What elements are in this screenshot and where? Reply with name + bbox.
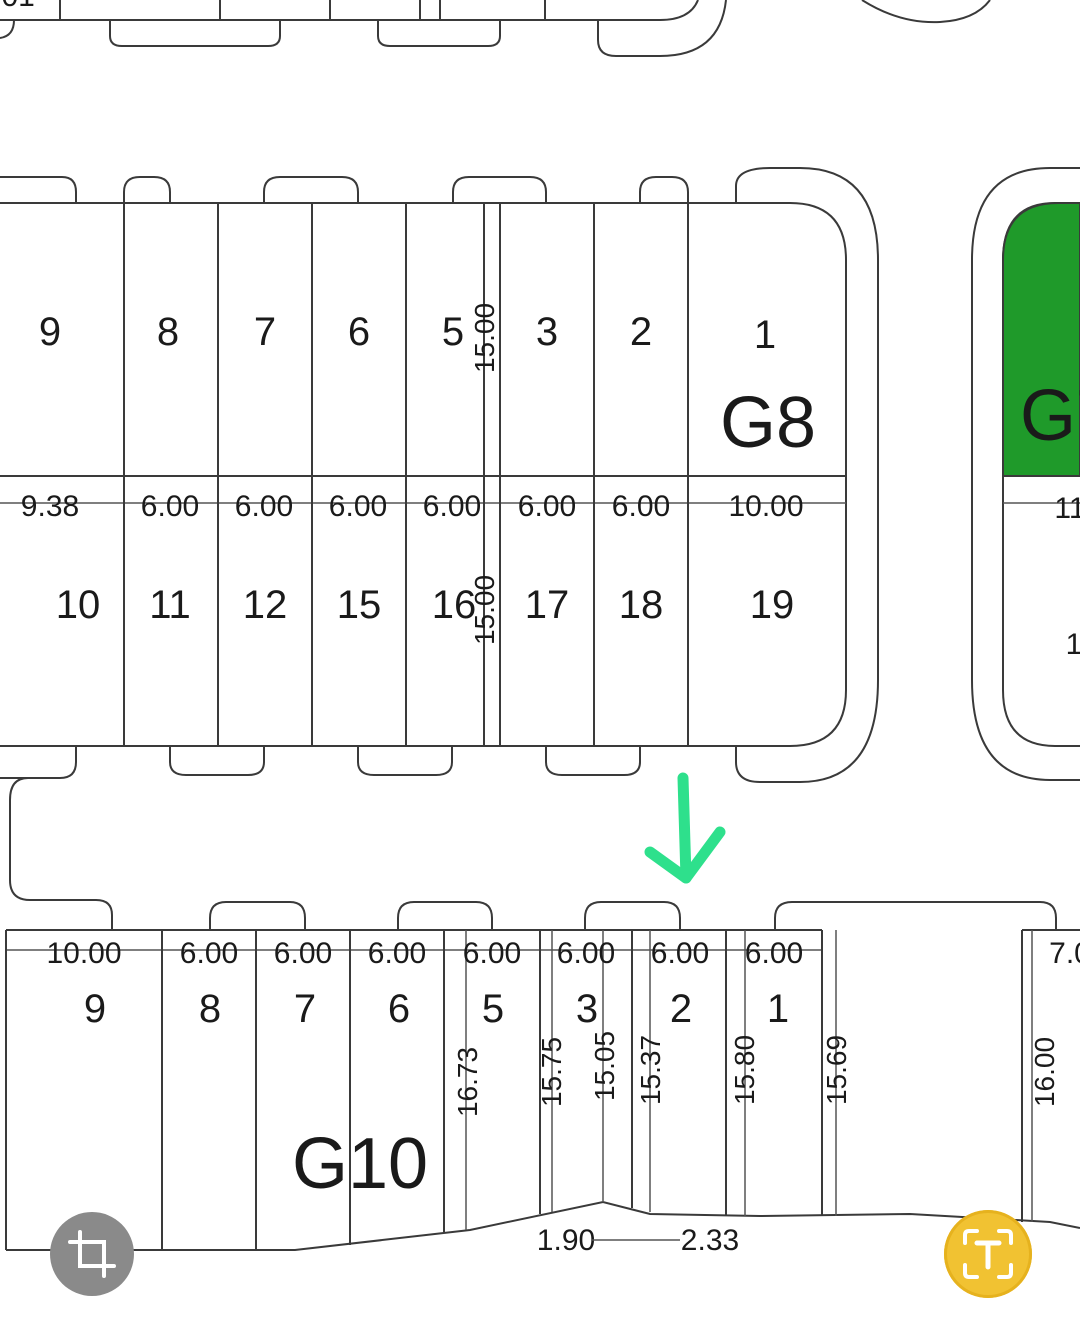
- g8-lot-bottom-1: 10: [56, 583, 101, 627]
- g8-depth-bottom: 15.00: [469, 575, 500, 645]
- block-name-g7: G7: [1020, 376, 1080, 456]
- g8-lot-top-4: 6: [348, 310, 370, 354]
- g8-lot-top-3: 7: [254, 310, 276, 354]
- g8-width-2: 6.00: [141, 490, 199, 523]
- g10-width-6: 6.00: [557, 937, 615, 970]
- g8-lot-top-7: 2: [630, 310, 652, 354]
- right-depth: 16.00: [1029, 1037, 1060, 1107]
- g10-lot-5: 5: [482, 987, 504, 1031]
- g8-depth-top: 15.00: [469, 303, 500, 373]
- g8-width-7: 6.00: [612, 490, 670, 523]
- g8-width-5: 6.00: [423, 490, 481, 523]
- block-g10: 10.00 6.00 6.00 6.00 6.00 6.00 6.00 6.00…: [5, 901, 1080, 1257]
- g10-depth-4: 15.37: [635, 1035, 666, 1105]
- g8-lot-bottom-7: 18: [619, 583, 664, 627]
- g7-lot-partial: 1: [1066, 628, 1080, 661]
- g8-lot-top-8: 1: [754, 313, 776, 357]
- g10-depth-3: 15.05: [589, 1031, 620, 1101]
- g10-bottom-dim-1: 1.90: [537, 1224, 595, 1257]
- block-g7: G7 11 1: [971, 167, 1080, 781]
- g10-width-4: 6.00: [368, 937, 426, 970]
- block-g8: 9 8 7 6 5 3 2 1 G8 9.38 6.00 6.00 6.00 6…: [0, 167, 879, 783]
- g10-lot-1: 9: [84, 987, 106, 1031]
- g8-lot-top-2: 8: [157, 310, 179, 354]
- g8-lot-bottom-8: 19: [750, 583, 795, 627]
- g10-width-2: 6.00: [180, 937, 238, 970]
- arrow-down-icon: [644, 772, 726, 884]
- g8-width-4: 6.00: [329, 490, 387, 523]
- g10-depth-1: 16.73: [452, 1047, 483, 1117]
- g10-width-8: 6.00: [745, 937, 803, 970]
- g8-width-6: 6.00: [518, 490, 576, 523]
- block-right-partial: 7.0 16.00: [1021, 929, 1080, 1222]
- g8-lot-bottom-5: 16: [432, 583, 477, 627]
- block-name-g10: G10: [292, 1124, 428, 1204]
- crop-button[interactable]: [50, 1212, 134, 1296]
- g10-lot-2: 8: [199, 987, 221, 1031]
- g10-lot-7: 2: [670, 987, 692, 1031]
- text-recognize-icon: [963, 1229, 1013, 1279]
- top-fragment-label: .01: [0, 0, 35, 13]
- g10-depth-6: 15.69: [821, 1035, 852, 1105]
- block-name-g8: G8: [720, 383, 816, 463]
- road-link-left: [0, 777, 113, 930]
- g10-lot-3: 7: [294, 987, 316, 1031]
- g8-lot-bottom-4: 15: [337, 583, 382, 627]
- text-recognition-button[interactable]: [944, 1210, 1032, 1298]
- g10-lot-6: 3: [576, 987, 598, 1031]
- g10-depth-2: 15.75: [536, 1037, 567, 1107]
- top-block-fragment: .01: [0, 0, 991, 57]
- g10-lot-8: 1: [767, 987, 789, 1031]
- g10-width-5: 6.00: [463, 937, 521, 970]
- g10-width-7: 6.00: [651, 937, 709, 970]
- g8-width-3: 6.00: [235, 490, 293, 523]
- g8-lot-bottom-2: 11: [149, 583, 191, 627]
- g10-lot-4: 6: [388, 987, 410, 1031]
- g8-width-8: 10.00: [728, 490, 803, 523]
- g10-width-3: 6.00: [274, 937, 332, 970]
- g8-lot-top-6: 3: [536, 310, 558, 354]
- g10-depth-5: 15.80: [729, 1035, 760, 1105]
- g8-lot-top-1: 9: [39, 310, 61, 354]
- g8-lot-top-5: 5: [442, 310, 464, 354]
- crop-icon: [68, 1230, 116, 1278]
- g8-width-1: 9.38: [21, 490, 79, 523]
- g7-width-partial: 11: [1054, 492, 1080, 525]
- g8-lot-bottom-6: 17: [525, 583, 570, 627]
- g10-bottom-dim-2: 2.33: [681, 1224, 739, 1257]
- g7-green-lot: [1002, 202, 1080, 477]
- g10-width-1: 10.00: [46, 937, 121, 970]
- g8-lot-bottom-3: 12: [243, 583, 288, 627]
- right-width-partial: 7.0: [1049, 937, 1080, 970]
